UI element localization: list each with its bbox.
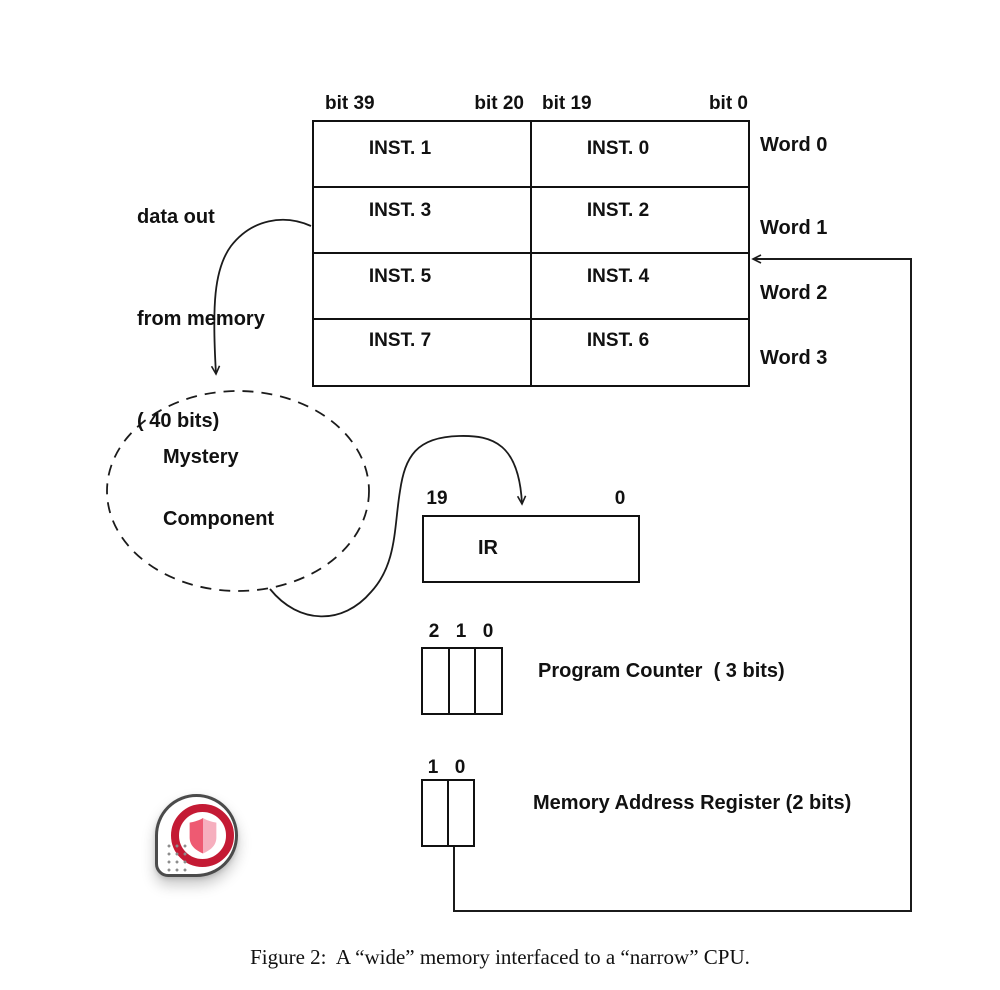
bit20-label: bit 20 (474, 93, 524, 114)
pc-cell-0 (476, 649, 501, 713)
data-out-line3: ( 40 bits) (137, 410, 220, 432)
app-logo[interactable] (155, 794, 238, 877)
dots-grid-icon (164, 841, 188, 872)
bit0-label: bit 0 (708, 93, 748, 114)
ir-bit0-label: 0 (614, 488, 626, 509)
pc-bit1-label: 1 (455, 621, 467, 642)
mar-cell-1 (423, 781, 449, 845)
figure-caption: Figure 2: A “wide” memory interfaced to … (250, 945, 750, 969)
word1-label: Word 1 (760, 217, 828, 239)
memory-cell-inst3: INST. 3 (368, 200, 432, 221)
memory-cell-inst5: INST. 5 (368, 266, 432, 287)
program-counter-label: Program Counter ( 3 bits) (538, 660, 785, 682)
ir-label: IR (478, 537, 498, 559)
mystery-label-line2: Component (163, 508, 275, 530)
program-counter-box (421, 647, 503, 715)
shield-ring-icon (171, 804, 234, 867)
bit39-label: bit 39 (325, 93, 375, 114)
data-out-line1: data out (137, 206, 215, 228)
memory-cell-inst4: INST. 4 (586, 266, 650, 287)
memory-cell-inst6: INST. 6 (586, 330, 650, 351)
data-out-label: data out from memory ( 40 bits) (137, 132, 265, 506)
pc-cell-1 (450, 649, 477, 713)
ir-register-box: IR (422, 515, 640, 583)
memory-cell-inst2: INST. 2 (586, 200, 650, 221)
memory-table: INST. 1 INST. 0 INST. 3 INST. 2 INST. 5 … (312, 120, 750, 387)
data-out-line2: from memory (137, 308, 265, 330)
mar-cell-0 (449, 781, 473, 845)
memory-cell-inst1: INST. 1 (368, 138, 432, 159)
mar-bit1-label: 1 (427, 757, 439, 778)
bit19-label: bit 19 (542, 93, 592, 114)
word0-label: Word 0 (760, 134, 828, 156)
word3-label: Word 3 (760, 347, 828, 369)
memory-address-register-label: Memory Address Register (2 bits) (533, 792, 852, 814)
word2-label: Word 2 (760, 282, 828, 304)
memory-address-register-box (421, 779, 475, 847)
memory-cell-inst0: INST. 0 (586, 138, 650, 159)
mystery-label-line1: Mystery (163, 446, 239, 468)
column-divider (530, 122, 532, 385)
memory-cell-inst7: INST. 7 (368, 330, 432, 351)
ir-bit19-label: 19 (426, 488, 448, 509)
mar-bit0-label: 0 (454, 757, 466, 778)
shield-icon (189, 818, 216, 854)
pc-bit0-label: 0 (482, 621, 494, 642)
pc-bit2-label: 2 (428, 621, 440, 642)
pc-cell-2 (423, 649, 450, 713)
